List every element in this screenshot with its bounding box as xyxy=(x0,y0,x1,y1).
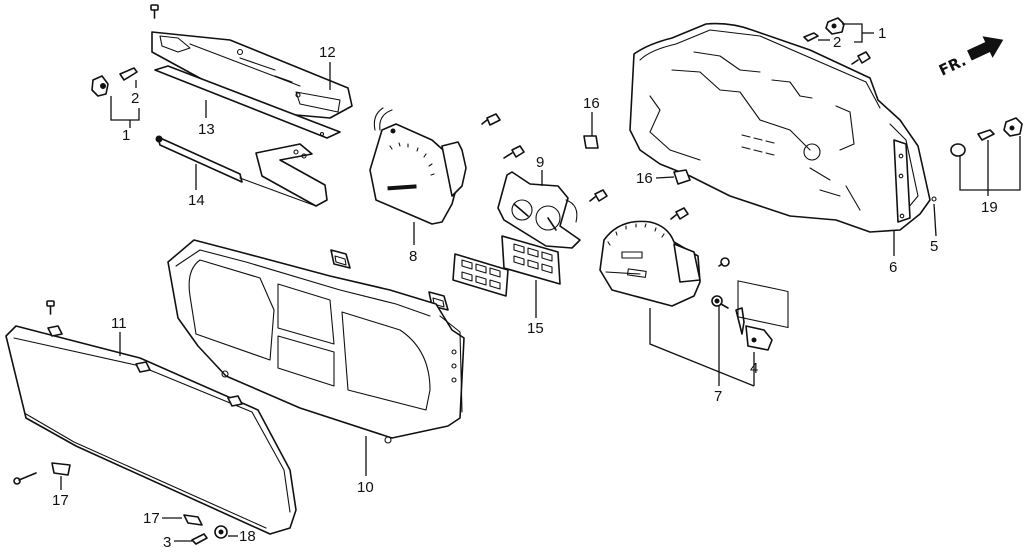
screw-top-right xyxy=(851,51,871,65)
callout-4: 4 xyxy=(750,360,758,377)
speed-sensor-4 xyxy=(735,307,773,351)
callout-labels: 1 2 12 13 14 8 9 16 16 15 1 2 5 6 19 4 7… xyxy=(52,25,998,551)
bulb-socket-top-right xyxy=(825,17,845,35)
callout-11: 11 xyxy=(111,315,127,332)
callout-17-bottom: 17 xyxy=(143,510,160,527)
callout-17-left: 17 xyxy=(52,492,69,509)
cluster-case-5 xyxy=(629,22,937,329)
meter-lens-11 xyxy=(5,325,297,535)
cap-window-1 xyxy=(330,249,351,269)
bulb-socket-right-19 xyxy=(1003,117,1023,137)
connector-7 xyxy=(711,295,729,309)
callout-5: 5 xyxy=(930,238,938,255)
screw-center-1 xyxy=(481,113,501,126)
indicator-plate-13 xyxy=(154,65,341,139)
socket-18 xyxy=(214,525,228,539)
callout-14: 14 xyxy=(188,192,205,209)
fuel-temp-gauge-9 xyxy=(497,171,581,249)
cap-right-19 xyxy=(950,143,966,157)
callout-9: 9 xyxy=(536,154,544,171)
front-direction-marker: FR. xyxy=(936,36,1004,80)
callout-6: 6 xyxy=(889,259,897,276)
bulb-3 xyxy=(191,533,208,545)
callout-18: 18 xyxy=(239,528,256,545)
callout-10: 10 xyxy=(357,479,374,496)
callout-13: 13 xyxy=(198,121,215,138)
callout-1-left: 1 xyxy=(122,127,130,144)
callout-7: 7 xyxy=(714,388,722,405)
bulb-left xyxy=(119,67,138,81)
meter-visor-10 xyxy=(167,239,465,444)
screw-center-2 xyxy=(503,145,525,159)
screw-center-5 xyxy=(718,257,730,267)
bulb-top-right xyxy=(803,32,819,42)
indicator-holder-14 xyxy=(155,135,328,207)
screw-center-4 xyxy=(670,207,689,220)
indicator-panel-12 xyxy=(151,31,353,119)
callout-1-right: 1 xyxy=(878,25,886,42)
callout-2-left: 2 xyxy=(131,90,139,107)
screw-top-left xyxy=(150,4,159,19)
callout-2-right: 2 xyxy=(833,34,841,51)
indicator-filter-15a xyxy=(452,253,509,297)
bulb-socket-left xyxy=(91,75,109,97)
screw-center-3 xyxy=(589,189,608,202)
callout-3: 3 xyxy=(163,534,171,551)
bulb-right-19 xyxy=(977,129,995,141)
tachometer-8 xyxy=(369,107,467,225)
arrow-front-icon xyxy=(967,36,1004,61)
leader-lines xyxy=(60,23,1021,542)
cap-17-left xyxy=(51,462,71,476)
callout-16-mid: 16 xyxy=(636,170,653,187)
cap-16-mid xyxy=(673,169,691,185)
callout-16-top: 16 xyxy=(583,95,600,112)
indicator-filter-15b xyxy=(501,235,561,285)
callout-15: 15 xyxy=(527,320,544,337)
screw-lower-left xyxy=(13,472,37,485)
callout-12: 12 xyxy=(319,44,336,61)
callout-19: 19 xyxy=(981,199,998,216)
callout-8: 8 xyxy=(409,248,417,265)
cap-16-top xyxy=(583,135,599,149)
cap-17-bottom xyxy=(183,514,203,526)
fr-label: FR. xyxy=(936,52,969,80)
screw-lens xyxy=(46,300,55,315)
speedometer xyxy=(599,220,701,307)
